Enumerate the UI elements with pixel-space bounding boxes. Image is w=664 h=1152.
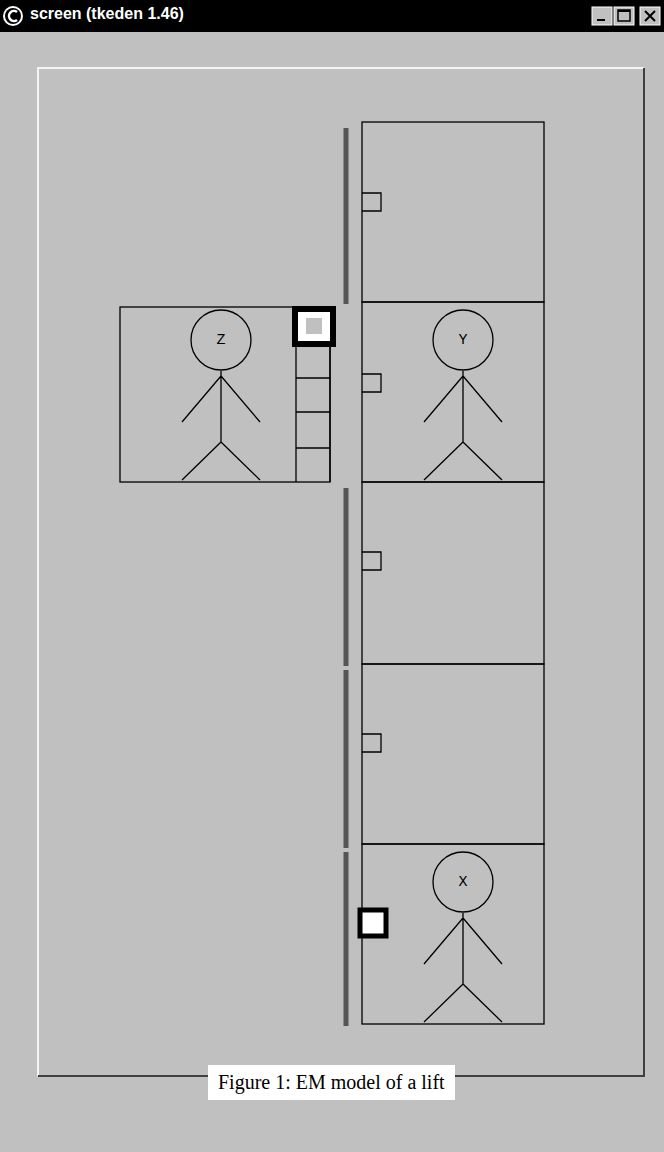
person-label: Z (190, 309, 252, 371)
person-head: X (432, 851, 494, 913)
window-buttons (592, 7, 660, 25)
person-head: Z (190, 309, 252, 371)
lift-shaft (362, 122, 544, 1024)
person-label: Y (432, 309, 494, 371)
app-icon (3, 6, 23, 26)
call-button (362, 193, 381, 752)
lift-door (344, 128, 349, 1026)
floor-indicator (295, 309, 333, 344)
floor-ladder (296, 346, 330, 482)
title-bar (0, 0, 664, 32)
panel-border (38, 68, 644, 1076)
figure-caption: Figure 1: EM model of a lift (208, 1065, 455, 1100)
pressed-button (360, 910, 386, 936)
panel-border (38, 68, 644, 1076)
window-title: screen (tkeden 1.46) (30, 5, 184, 23)
person-label: X (432, 851, 494, 913)
person-head: Y (432, 309, 494, 371)
person-body (182, 371, 502, 1022)
